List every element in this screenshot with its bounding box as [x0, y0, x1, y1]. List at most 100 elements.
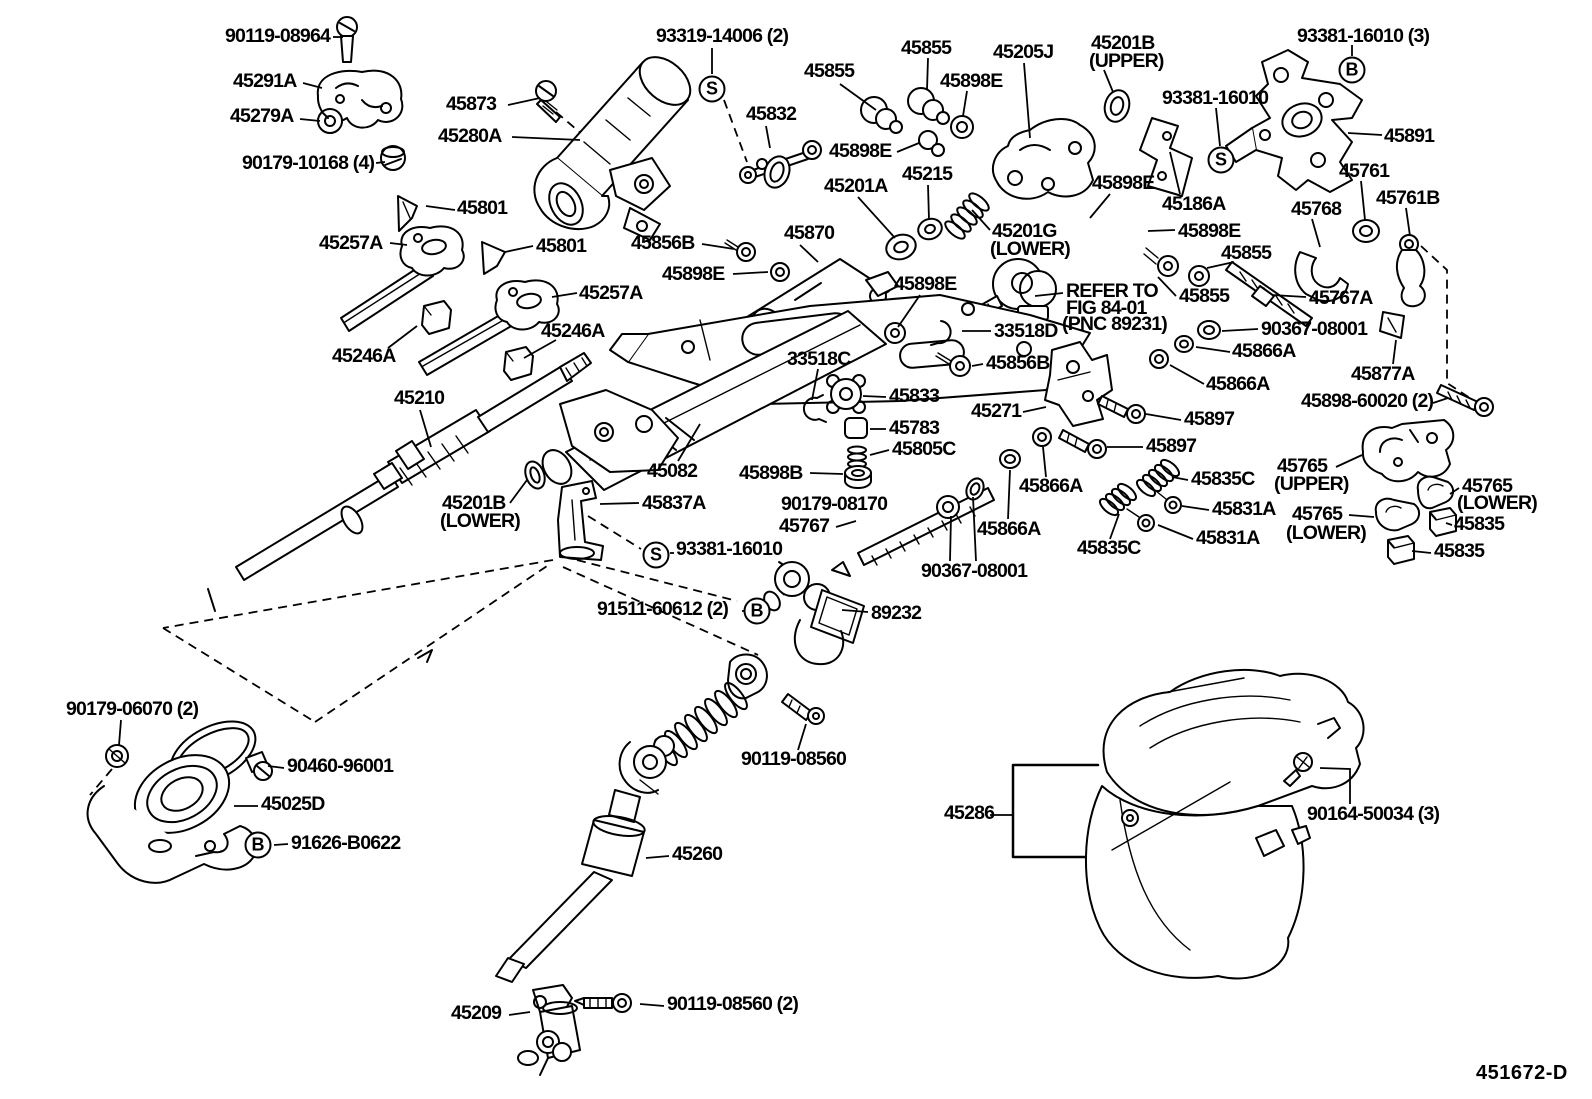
part-label: 45761B: [1376, 187, 1440, 209]
part-label: 45898E: [1178, 220, 1241, 242]
art-top-left-cluster: [316, 16, 418, 232]
part-label: 45246A: [541, 320, 605, 342]
part-label: 45866A: [1019, 475, 1083, 497]
art-boot-45025D: [86, 720, 273, 884]
part-label: 45082: [647, 460, 698, 482]
part-label: 90119-08560: [741, 748, 847, 770]
callout-circle: B: [244, 831, 272, 859]
art-link-45832: [739, 140, 822, 189]
part-label: 45765: [1462, 475, 1513, 497]
part-label: 45215: [902, 163, 953, 185]
part-label: 45291A: [233, 70, 297, 92]
part-label: REFER TO: [1066, 280, 1159, 302]
part-label: 45855: [1221, 242, 1272, 264]
part-label: 45767A: [1309, 287, 1373, 309]
part-label: 93319-14006 (2): [656, 25, 789, 47]
part-label: 90179-10168 (4): [242, 152, 375, 174]
part-label: 45767: [779, 515, 830, 537]
part-label: (UPPER): [1274, 473, 1349, 495]
art-right-fasteners: [1058, 395, 1457, 565]
part-label: 45877A: [1351, 363, 1415, 385]
part-label: 45246A: [332, 345, 396, 367]
part-label: 45855: [901, 37, 952, 59]
part-label: 90367-08001: [1261, 318, 1368, 340]
callout-circle: S: [1207, 146, 1235, 174]
part-label: 33518D: [994, 320, 1058, 342]
part-label: 45768: [1291, 198, 1342, 220]
part-label: 90119-08964: [225, 25, 331, 47]
part-label: 91626-B0622: [291, 832, 401, 854]
part-label: 45201B: [1091, 32, 1155, 54]
part-label: 45201G: [992, 220, 1057, 242]
part-label: 45898-60020 (2): [1301, 390, 1434, 412]
part-label: 45835: [1434, 540, 1485, 562]
part-label: 45280A: [438, 125, 502, 147]
callout-circle: B: [1338, 56, 1366, 84]
part-label: 45856B: [631, 232, 695, 254]
art-top-right-cluster: [1103, 49, 1494, 417]
part-label: 45805C: [892, 438, 956, 460]
part-label: 45210: [394, 387, 445, 409]
part-label: 91511-60612 (2): [597, 598, 729, 620]
part-label: 90179-06070 (2): [66, 698, 199, 720]
part-label: 90367-08001: [921, 560, 1028, 582]
art-rod-45767: [831, 427, 1052, 577]
part-label: 45835C: [1191, 468, 1255, 490]
art-main-shaft-45210: [235, 352, 592, 581]
part-label: 45186A: [1162, 193, 1226, 215]
part-label: 45837A: [642, 492, 706, 514]
part-label: 93381-16010 (3): [1297, 25, 1430, 47]
part-label: 45209: [451, 1002, 502, 1024]
part-label: 45201B: [442, 492, 506, 514]
part-label: 45831A: [1196, 527, 1260, 549]
part-label: 45898E: [1092, 172, 1155, 194]
part-label: 45201A: [824, 175, 888, 197]
part-label: 45761: [1339, 160, 1390, 182]
part-label: 90179-08170: [781, 493, 888, 515]
part-label: (LOWER): [440, 510, 521, 532]
part-label: FIG 84-01: [1066, 297, 1147, 319]
part-label: 45279A: [230, 105, 294, 127]
part-label: 90164-50034 (3): [1307, 803, 1440, 825]
part-label: 45831A: [1212, 498, 1276, 520]
art-bracket-45271: [1044, 341, 1113, 427]
part-label: 45271: [971, 400, 1022, 422]
part-label: 45801: [536, 235, 587, 257]
part-label: 45898E: [829, 140, 892, 162]
part-label: 45286: [944, 802, 995, 824]
art-tilt-levers: [340, 225, 560, 381]
art-inter-shaft-45260: [495, 653, 825, 983]
part-label: 45866A: [1206, 373, 1270, 395]
part-label: 93381-16010: [676, 538, 783, 560]
part-label: 45801: [457, 197, 508, 219]
part-label: 45866A: [977, 518, 1041, 540]
art-column-housing: [533, 56, 692, 241]
art-column-45082: [541, 294, 1091, 491]
art-covers-45286: [1011, 668, 1365, 980]
drawing-number: 451672-D: [1476, 1062, 1568, 1084]
part-label: 45898E: [662, 263, 725, 285]
part-label: (PNC 89231): [1062, 313, 1168, 335]
part-label: 90119-08560 (2): [667, 993, 799, 1015]
part-label: 45856B: [986, 352, 1050, 374]
part-label: 45898B: [739, 462, 803, 484]
part-label: 45205J: [993, 41, 1054, 63]
part-label: 45783: [889, 417, 940, 439]
part-label: 45898E: [940, 70, 1003, 92]
art-bracket-45205J: [992, 118, 1096, 200]
part-label: 45832: [746, 103, 797, 125]
part-label: 45835: [1454, 513, 1505, 535]
part-label: 45866A: [1232, 340, 1296, 362]
part-label: 45873: [446, 93, 497, 115]
part-label: 93381-16010: [1162, 87, 1269, 109]
part-label: 33518C: [787, 348, 851, 370]
art-center-small-parts: [524, 239, 971, 561]
part-label: (LOWER): [1457, 492, 1538, 514]
part-label: 45765: [1277, 455, 1328, 477]
callout-circle: S: [698, 75, 726, 103]
part-label: (UPPER): [1089, 50, 1164, 72]
part-label: 45855: [804, 60, 855, 82]
